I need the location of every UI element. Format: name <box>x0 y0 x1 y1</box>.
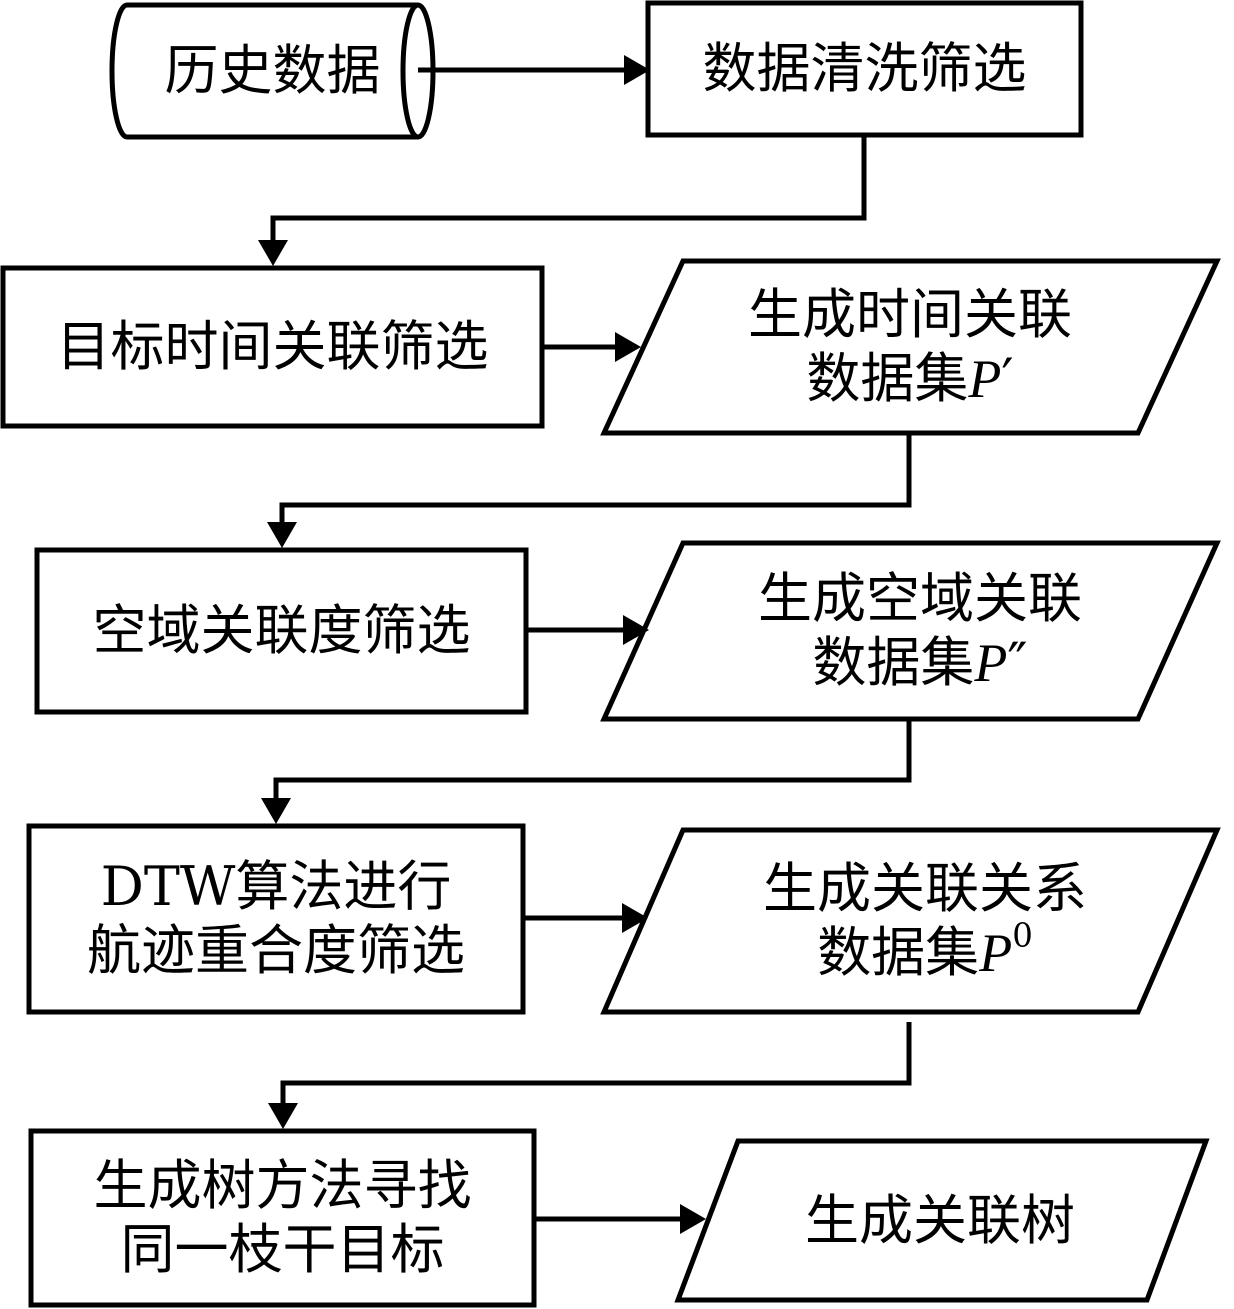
arrowhead <box>615 332 641 362</box>
connector-spatial-dataset-to-dtw <box>273 719 912 798</box>
data-cleaning-label: 数据清洗筛选 <box>702 37 1027 101</box>
arrowhead <box>268 1103 298 1129</box>
spatial-association-filter-label: 空域关联度筛选 <box>92 599 471 663</box>
arrowhead <box>258 240 288 266</box>
relation-dataset-shape <box>600 827 1221 1015</box>
connector-cleaning-to-time-filter <box>270 135 867 240</box>
spatial-association-dataset-shape <box>600 540 1221 722</box>
data-cleaning-box <box>645 0 1084 138</box>
arrowhead <box>680 1204 706 1234</box>
connector-relation-dataset-to-tree-method <box>280 1022 912 1103</box>
arrowhead <box>267 522 297 548</box>
time-association-dataset-label: 生成时间关联 数据集P′ <box>748 282 1072 410</box>
spatial-association-filter-box <box>34 547 529 715</box>
time-association-filter-box <box>0 265 545 429</box>
time-association-dataset-shape <box>600 258 1221 436</box>
arrowhead <box>623 615 649 645</box>
tree-method-label: 生成树方法寻找 同一枝干目标 <box>93 1154 472 1281</box>
dtw-filter-label: DTW算法进行 航迹重合度筛选 <box>87 855 465 982</box>
time-association-filter-label: 目标时间关联筛选 <box>56 315 489 379</box>
association-tree-label: 生成关联树 <box>805 1188 1075 1252</box>
arrowhead <box>261 798 291 824</box>
spatial-association-dataset-label: 生成空域关联 数据集P″ <box>758 566 1082 694</box>
arrowhead <box>622 903 648 933</box>
connector-time-dataset-to-spatial-filter <box>279 433 912 522</box>
association-tree-shape <box>674 1138 1210 1303</box>
cylinder-inner-arc <box>400 2 419 140</box>
arrowhead <box>624 55 650 85</box>
historical-data-label: 历史数据 <box>164 39 381 103</box>
relation-dataset-label: 生成关联关系 数据集P0 <box>763 856 1087 984</box>
